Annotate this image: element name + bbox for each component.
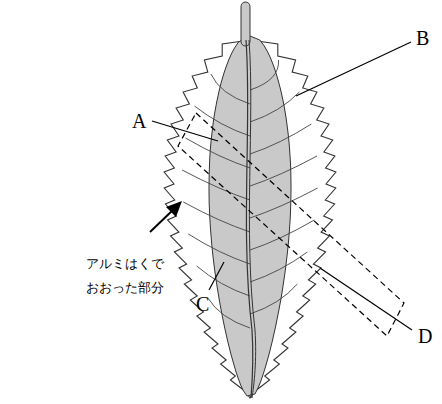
pointer-arrow	[150, 209, 174, 232]
part-label: C	[196, 294, 209, 314]
part-label: A	[132, 111, 146, 131]
part-label: B	[416, 28, 429, 48]
leaf-stem	[241, 2, 250, 46]
part-label: D	[418, 326, 432, 346]
foil-area-dashed-box	[178, 113, 404, 336]
leaf-green-part	[209, 36, 291, 396]
leader-lines	[152, 42, 412, 330]
callout-note: アルミはくで おおった部分	[86, 252, 170, 300]
leaf-midrib	[249, 40, 256, 398]
pointer-arrowhead	[166, 201, 182, 217]
